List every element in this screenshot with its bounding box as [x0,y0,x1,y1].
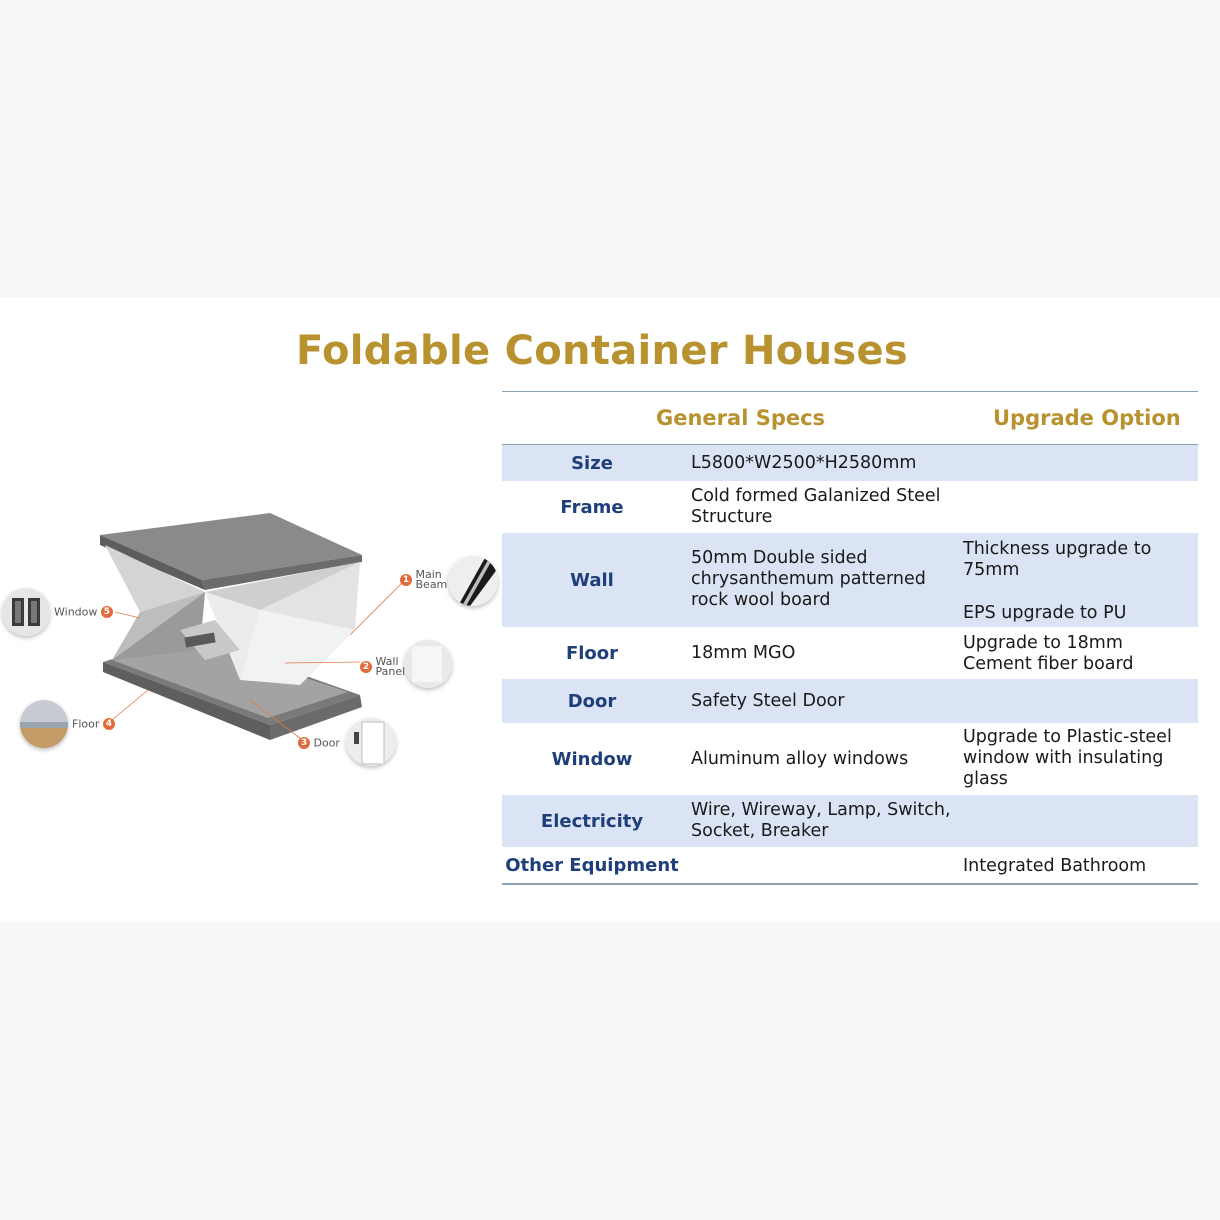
general-spec-line: 50mm Double sided [691,548,868,568]
row-label: Frame [560,496,624,518]
row-label: Wall [570,569,614,591]
page-title: Foldable Container Houses [296,328,908,374]
wall-panel-thumbnail [404,640,452,688]
callout-text: Beam [415,578,448,591]
floor-thumbnail [20,700,68,748]
general-spec-cell: L5800*W2500*H2580mm [691,453,916,474]
door-thumbnail [346,718,396,766]
row-label: Size [571,452,613,474]
callout-main-beam: 1 Main Beam [400,568,448,591]
table-row: Window Aluminum alloy windows Upgrade to P… [502,723,1198,795]
upgrade-option-line: Integrated Bathroom [963,856,1147,876]
general-spec-cell: Safety Steel Door [691,691,845,712]
general-spec-line: rock wool board [691,590,831,610]
table-row: Other Equipment Integrated Bathroom [502,847,1198,883]
callout-text: Panel [375,665,406,678]
upgrade-option-cell: Integrated Bathroom [963,856,1146,877]
general-spec-line: 18mm MGO [691,643,796,663]
general-spec-cell: Wire, Wireway, Lamp, Switch,Socket, Brea… [691,800,951,842]
main-beam-thumbnail [448,556,498,606]
callout-number: 2 [360,661,372,673]
callout-text: Door [313,736,340,750]
row-label: Other Equipment [505,854,679,876]
table-row: Size L5800*W2500*H2580mm [502,445,1198,481]
callout-text: Main [415,568,442,581]
callout-window: Window 5 [54,606,113,618]
row-label: Floor [565,642,619,664]
general-spec-cell: Aluminum alloy windows [691,749,908,770]
container-illustration: 1 Main Beam 2 Wall Panel 3 Door Floor 4 … [0,500,500,790]
row-label: Window [551,748,633,770]
general-spec-line: Socket, Breaker [691,821,829,841]
callout-wall-panel: 2 Wall Panel [360,655,406,678]
header-general-specs: General Specs [656,406,826,430]
general-spec-line: Cold formed Galanized Steel [691,486,941,506]
table-header: General Specs Upgrade Option [502,392,1198,445]
table-top-rule [502,391,1198,392]
general-spec-line: Structure [691,507,773,527]
callout-floor: Floor 4 [72,718,115,730]
window-thumbnail [2,588,50,636]
general-spec-line: Safety Steel Door [691,691,845,711]
general-spec-line: Aluminum alloy windows [691,749,909,769]
callout-text: Wall [375,655,399,668]
callout-number: 5 [100,606,113,618]
callout-number: 1 [400,574,412,586]
upgrade-option-line: Thickness upgrade to [963,539,1152,559]
header-upgrade-option: Upgrade Option [993,406,1181,430]
upgrade-option-line: EPS upgrade to PU [963,603,1127,623]
table-row: Door Safety Steel Door [502,679,1198,723]
upgrade-option-line: Upgrade to 18mm [963,633,1123,653]
upgrade-option-line: glass [963,769,1008,789]
spec-table: General Specs Upgrade Option Size L5800*W… [502,391,1198,885]
row-label: Door [567,690,617,712]
general-spec-line: chrysanthemum patterned [691,569,926,589]
upgrade-option-line: Upgrade to Plastic-steel [963,727,1172,747]
table-bottom-rule [502,883,1198,885]
general-spec-line: L5800*W2500*H2580mm [691,453,917,473]
upgrade-option-line: 75mm [963,560,1020,580]
callout-text: Floor [72,717,100,731]
callout-text: Window [54,605,98,619]
upgrade-option-line: Cement fiber board [963,654,1134,674]
upgrade-option-line: window with insulating [963,748,1164,768]
callout-number: 3 [298,737,310,749]
general-spec-cell: 18mm MGO [691,643,795,664]
callout-door: 3 Door [298,737,340,749]
row-label: Electricity [540,810,644,832]
folded-container-graphic [100,513,406,743]
callout-number: 4 [102,718,115,730]
general-spec-line: Wire, Wireway, Lamp, Switch, [691,800,951,820]
table-row: Electricity Wire, Wireway, Lamp, Switch,S… [502,795,1198,847]
